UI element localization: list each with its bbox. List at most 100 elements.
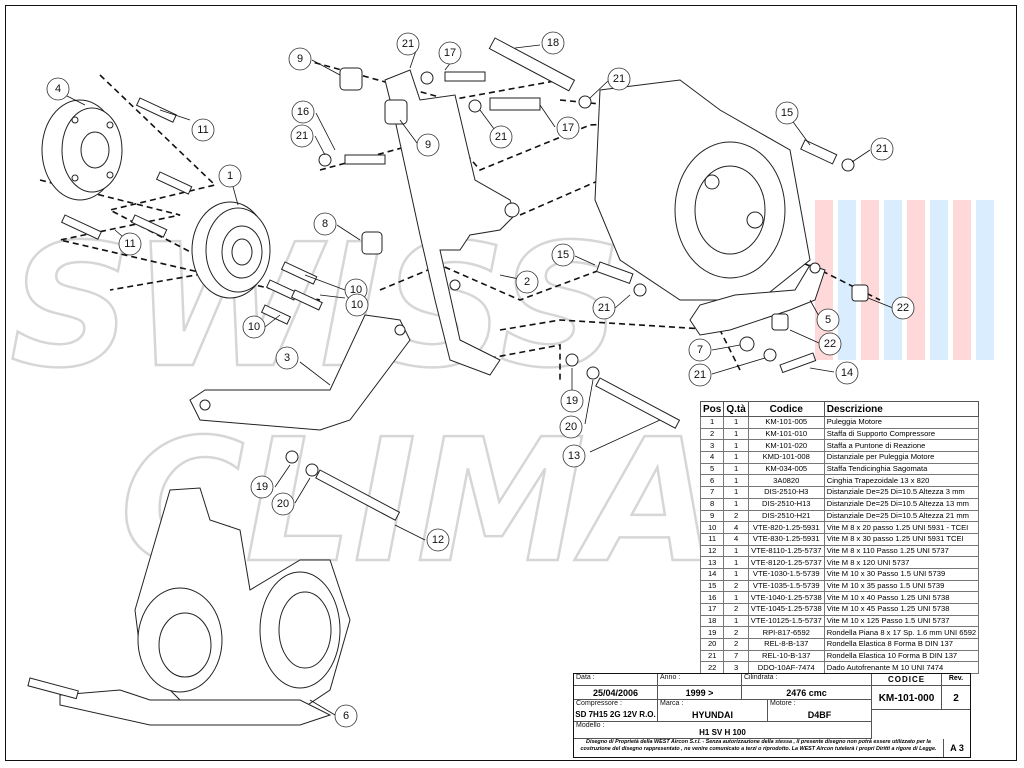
bom-desc: Rondella Piana 8 x 17 Sp. 1.6 mm UNI 659… <box>823 626 980 640</box>
bom-desc: Distanziale De=25 Di=10.5 Altezza 13 mm <box>823 497 980 511</box>
bom-desc: Vite M 8 x 30 passo 1.25 UNI 5931 TCEI <box>823 532 980 546</box>
callout-21b: 21 <box>613 73 625 85</box>
tb-date-label-cell: Data : <box>574 674 658 686</box>
bom-qty: 1 <box>723 474 749 488</box>
bom-pos: 8 <box>699 497 725 511</box>
bom-desc: Vite M 10 x 35 passo 1.5 UNI 5739 <box>823 579 980 593</box>
bom-pos: 5 <box>699 462 725 476</box>
bom-code: 3A0820 <box>747 474 825 488</box>
bom-header-desc: Descrizione <box>823 401 980 417</box>
bom-pos: 13 <box>699 556 725 569</box>
callout-10c: 10 <box>248 321 260 333</box>
tb-compressor-label: Compressore : <box>576 700 622 707</box>
callout-9a: 9 <box>297 53 303 65</box>
tb-brand-label: Marca : <box>660 700 684 707</box>
bom-pos: 10 <box>699 521 725 534</box>
bom-qty: 1 <box>723 556 749 569</box>
bom-qty: 1 <box>723 544 749 558</box>
bom-desc: Distanziale per Puleggia Motore <box>823 451 980 464</box>
bom-code: VTE-820-1.25-5931 <box>747 521 825 534</box>
bom-desc: Rondella Elastica 8 Forma B DIN 137 <box>823 638 980 651</box>
bom-qty: 1 <box>723 497 749 511</box>
bom-code: VTE-1030-1.5-5739 <box>747 567 825 581</box>
bom-desc: Vite M 10 x 30 Passo 1.5 UNI 5739 <box>823 567 980 581</box>
callout-20a: 20 <box>565 421 577 433</box>
bom-pos: 18 <box>699 614 725 628</box>
bom-qty: 1 <box>723 591 749 604</box>
callout-10a: 10 <box>350 284 362 296</box>
bom-header-code: Codice <box>747 401 825 417</box>
callout-19a: 19 <box>566 395 578 407</box>
callout-2: 2 <box>524 276 530 288</box>
bom-desc: Staffa Tendicinghia Sagomata <box>823 462 980 476</box>
callout-22a: 22 <box>897 302 909 314</box>
bom-code: KM-101-010 <box>747 427 825 441</box>
bom-code: VTE-1035-1.5-5739 <box>747 579 825 593</box>
bom-header-row: Pos Q.tà Codice Descrizione <box>699 401 980 417</box>
callout-21c: 21 <box>495 131 507 143</box>
tb-cc-label-cell: Cilindrata : <box>742 674 872 686</box>
bom-desc: Puleggia Motore <box>823 416 980 429</box>
callout-18: 18 <box>547 37 559 49</box>
callout-7: 7 <box>697 344 703 356</box>
bom-pos: 14 <box>699 567 725 581</box>
tb-format-cell: A 3 <box>944 739 970 757</box>
callout-6: 6 <box>343 710 349 722</box>
bom-pos: 11 <box>699 532 725 546</box>
bom-qty: 2 <box>723 603 749 616</box>
callout-17a: 17 <box>444 47 456 59</box>
bom-code: RPI-817-6592 <box>747 626 825 640</box>
tb-date-label: Data : <box>576 674 595 681</box>
pulley-bolts <box>60 97 323 325</box>
bom-pos: 17 <box>699 603 725 616</box>
tb-format: A 3 <box>950 743 964 753</box>
tb-note: Disegno di Proprietà della WEST Aircon S… <box>580 739 937 752</box>
drawing-frame <box>5 5 1017 761</box>
bom-qty: 1 <box>723 614 749 628</box>
tensioner-bracket-part <box>689 262 826 336</box>
tb-model-label: Modello : <box>576 722 605 729</box>
bom-pos: 1 <box>699 416 725 429</box>
bom-desc: Distanziale De=25 Di=10.5 Altezza 21 mm <box>823 509 980 523</box>
tb-cc: 2476 cmc <box>786 688 827 698</box>
callout-21f: 21 <box>694 369 706 381</box>
callout-11b: 11 <box>124 238 135 250</box>
bom-header-qty: Q.tà <box>723 401 749 417</box>
callout-8: 8 <box>322 218 328 230</box>
tb-note-cell: Disegno di Proprietà della WEST Aircon S… <box>574 739 944 757</box>
bom-qty: 2 <box>723 626 749 640</box>
bom-desc: Staffa a Puntone di Reazione <box>823 439 980 453</box>
bom-code: DIS-2510-H13 <box>747 497 825 511</box>
callout-16: 16 <box>297 106 309 118</box>
callout-20b: 20 <box>277 498 289 510</box>
bom-header-pos: Pos <box>699 401 725 417</box>
pulley-spacer-part <box>41 99 123 201</box>
small-hardware <box>285 37 869 521</box>
bom-desc: Vite M 10 x 40 Passo 1.25 UNI 5738 <box>823 591 980 604</box>
bom-code: VTE-8120-1.25-5737 <box>747 556 825 569</box>
tb-date-cell: 25/04/2006 <box>574 686 658 700</box>
bom-code: VTE-8110-1.25-5737 <box>747 544 825 558</box>
assembled-view-part <box>27 487 351 726</box>
tb-rev-label-cell: Rev. <box>942 674 970 686</box>
bom-qty: 1 <box>723 486 749 499</box>
tb-year-label: Anno : <box>660 674 681 681</box>
bom-qty: 3 <box>723 661 749 675</box>
tb-engine-cell: Motore : D4BF <box>768 700 872 722</box>
bom-desc: Staffa di Supporto Compressore <box>823 427 980 441</box>
